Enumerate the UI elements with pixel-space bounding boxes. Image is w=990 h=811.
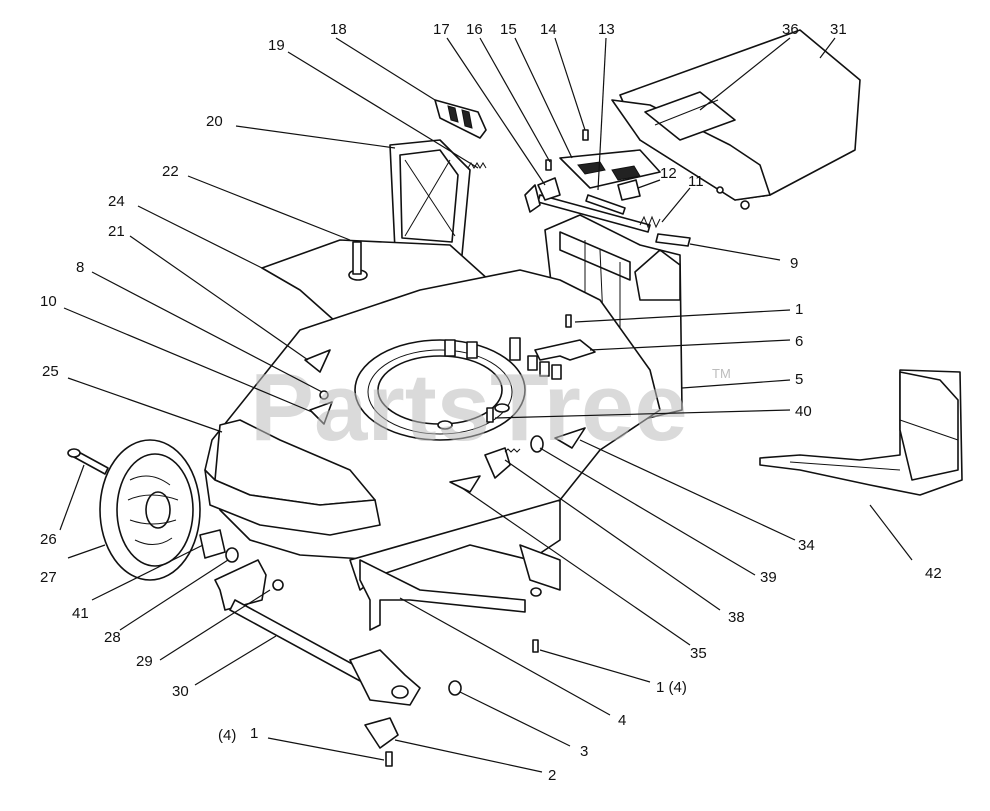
hinge-plate [559, 149, 661, 201]
callout-41: 41 [72, 605, 89, 622]
callout-27: 27 [40, 569, 57, 586]
callout-11: 11 [688, 173, 704, 190]
callout-1-mid: 1 (4) [656, 679, 687, 696]
callout-6: 6 [795, 333, 803, 350]
callout-5: 5 [795, 371, 803, 388]
callout-18: 18 [330, 21, 347, 38]
callout-1-top: 1 [795, 301, 803, 318]
callout-14: 14 [540, 21, 557, 38]
callout-2: 2 [548, 767, 556, 784]
axle-assembly [199, 529, 462, 706]
hinge-rod [537, 194, 691, 247]
callout-1-bot: 1 [250, 725, 258, 742]
callout-30: 30 [172, 683, 189, 700]
callout-3: 3 [580, 743, 588, 760]
rear-bagger-cover [611, 29, 861, 210]
deflector-latch [434, 99, 487, 139]
callout-4: 4 [618, 712, 626, 729]
callout-36: 36 [782, 21, 799, 38]
callout-19: 19 [268, 37, 285, 54]
watermark-tm: TM [712, 366, 731, 381]
bolt-40 [486, 407, 494, 423]
callout-42: 42 [925, 565, 942, 582]
callout-31: 31 [830, 21, 847, 38]
spring-19 [467, 162, 487, 169]
callout-qty-4: (4) [218, 727, 236, 744]
callout-40: 40 [795, 403, 812, 420]
height-knob [484, 435, 544, 479]
height-lever [359, 544, 561, 653]
callout-24: 24 [108, 193, 125, 210]
leader-lines [59, 37, 913, 773]
watermark: PartsTree [250, 354, 688, 461]
callout-22: 22 [162, 163, 179, 180]
callout-9: 9 [790, 255, 798, 272]
callout-20: 20 [206, 113, 223, 130]
callout-25: 25 [42, 363, 59, 380]
callout-17: 17 [433, 21, 450, 38]
callout-38: 38 [728, 609, 745, 626]
mower-deck [204, 269, 661, 591]
callout-15: 15 [500, 21, 517, 38]
callout-26: 26 [40, 531, 57, 548]
callout-39: 39 [760, 569, 777, 586]
callout-28: 28 [104, 629, 121, 646]
callout-34: 34 [798, 537, 815, 554]
callout-10: 10 [40, 293, 57, 310]
wheel [67, 439, 201, 581]
callout-35: 35 [690, 645, 707, 662]
callout-12: 12 [660, 165, 677, 182]
bracket-6 [534, 314, 596, 361]
discharge-chute [389, 139, 471, 256]
callout-13: 13 [598, 21, 615, 38]
callout-8: 8 [76, 259, 84, 276]
callout-numbers: 18 19 20 22 24 21 8 10 25 17 16 15 14 13… [40, 21, 942, 784]
callout-29: 29 [136, 653, 153, 670]
side-discharge-deflector [759, 369, 963, 496]
callout-16: 16 [466, 21, 483, 38]
callout-21: 21 [108, 223, 125, 240]
axle-plate [364, 717, 399, 767]
